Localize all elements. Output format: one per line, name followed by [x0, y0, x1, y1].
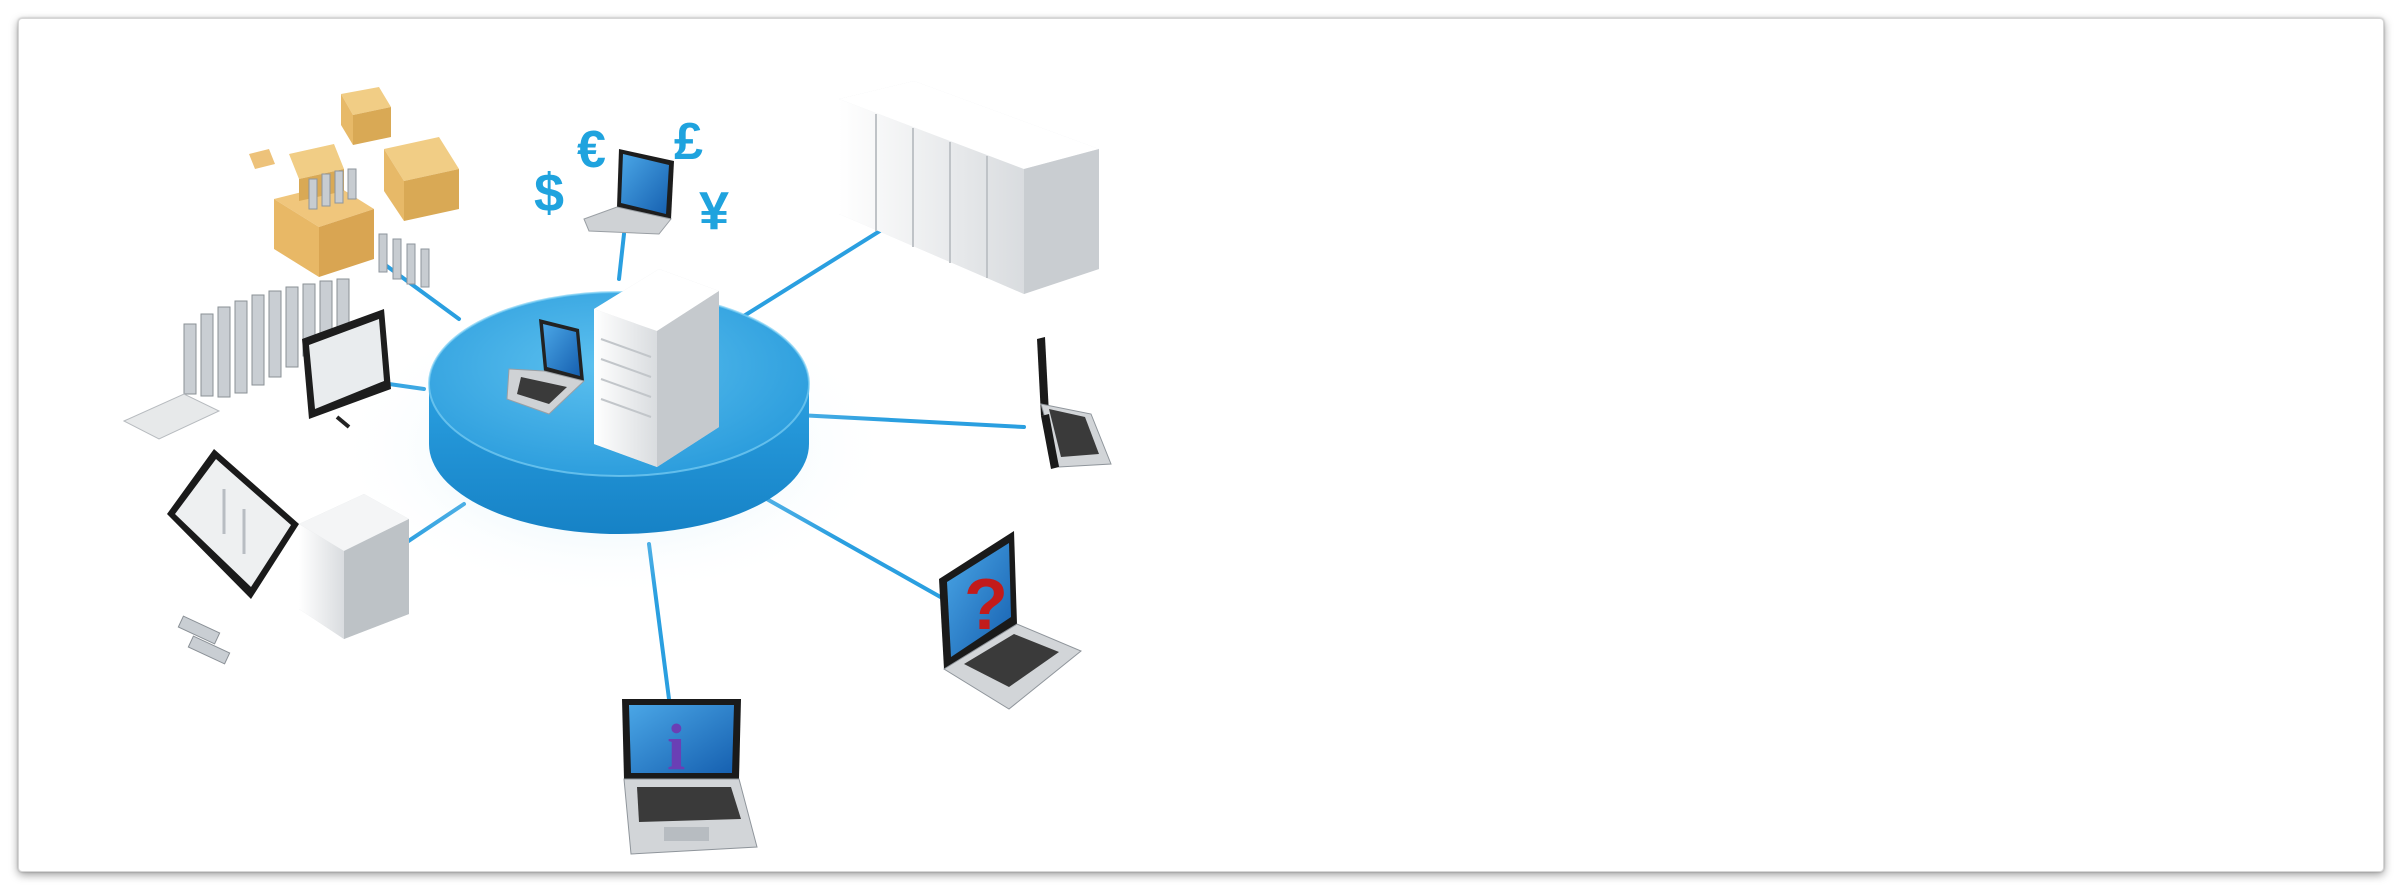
desktop-workstation: [167, 449, 409, 665]
yen-icon: ¥: [699, 181, 729, 241]
line-to-laptop-top: [617, 232, 626, 281]
image-frame: $ € £ ¥: [18, 18, 2384, 872]
pound-icon: £: [674, 113, 703, 171]
info-icon: i: [667, 711, 685, 784]
factory-monitor: [302, 309, 391, 429]
server-rack: [839, 81, 1099, 294]
tower-server: [594, 269, 719, 467]
currency-symbols: $ € £ ¥: [534, 113, 729, 241]
help-icon: ?: [964, 565, 1008, 645]
euro-icon: €: [577, 121, 606, 179]
cardboard-boxes: [249, 87, 459, 288]
network-illustration: $ € £ ¥: [122, 81, 1112, 855]
hub-laptop: [506, 319, 586, 415]
laptop-help: ?: [939, 531, 1082, 710]
line-to-server-rack: [737, 217, 901, 321]
laptop-info: i: [622, 699, 758, 855]
laptop-top: [583, 149, 674, 235]
dollar-icon: $: [534, 163, 564, 223]
laptop-right: [1037, 337, 1112, 469]
